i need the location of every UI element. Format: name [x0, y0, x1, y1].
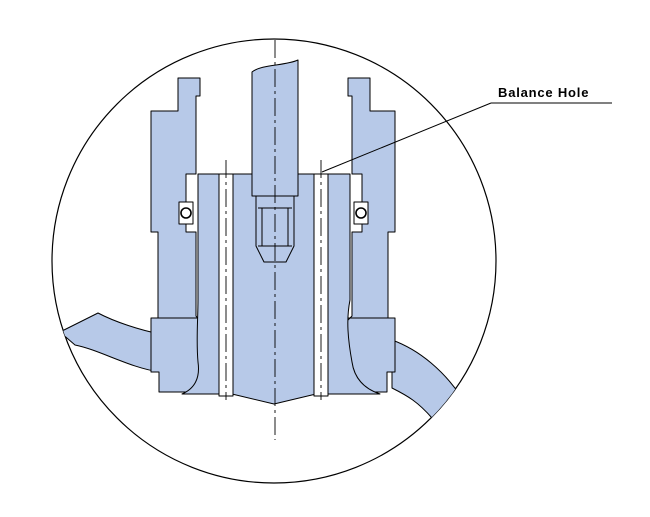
- balance-hole-callout: Balance Hole: [321, 85, 612, 173]
- balance-hole-label: Balance Hole: [498, 85, 589, 100]
- right-o-ring: [353, 201, 369, 225]
- centerlines: [225, 40, 322, 440]
- leader-line: [321, 102, 492, 173]
- left-o-ring: [178, 201, 194, 225]
